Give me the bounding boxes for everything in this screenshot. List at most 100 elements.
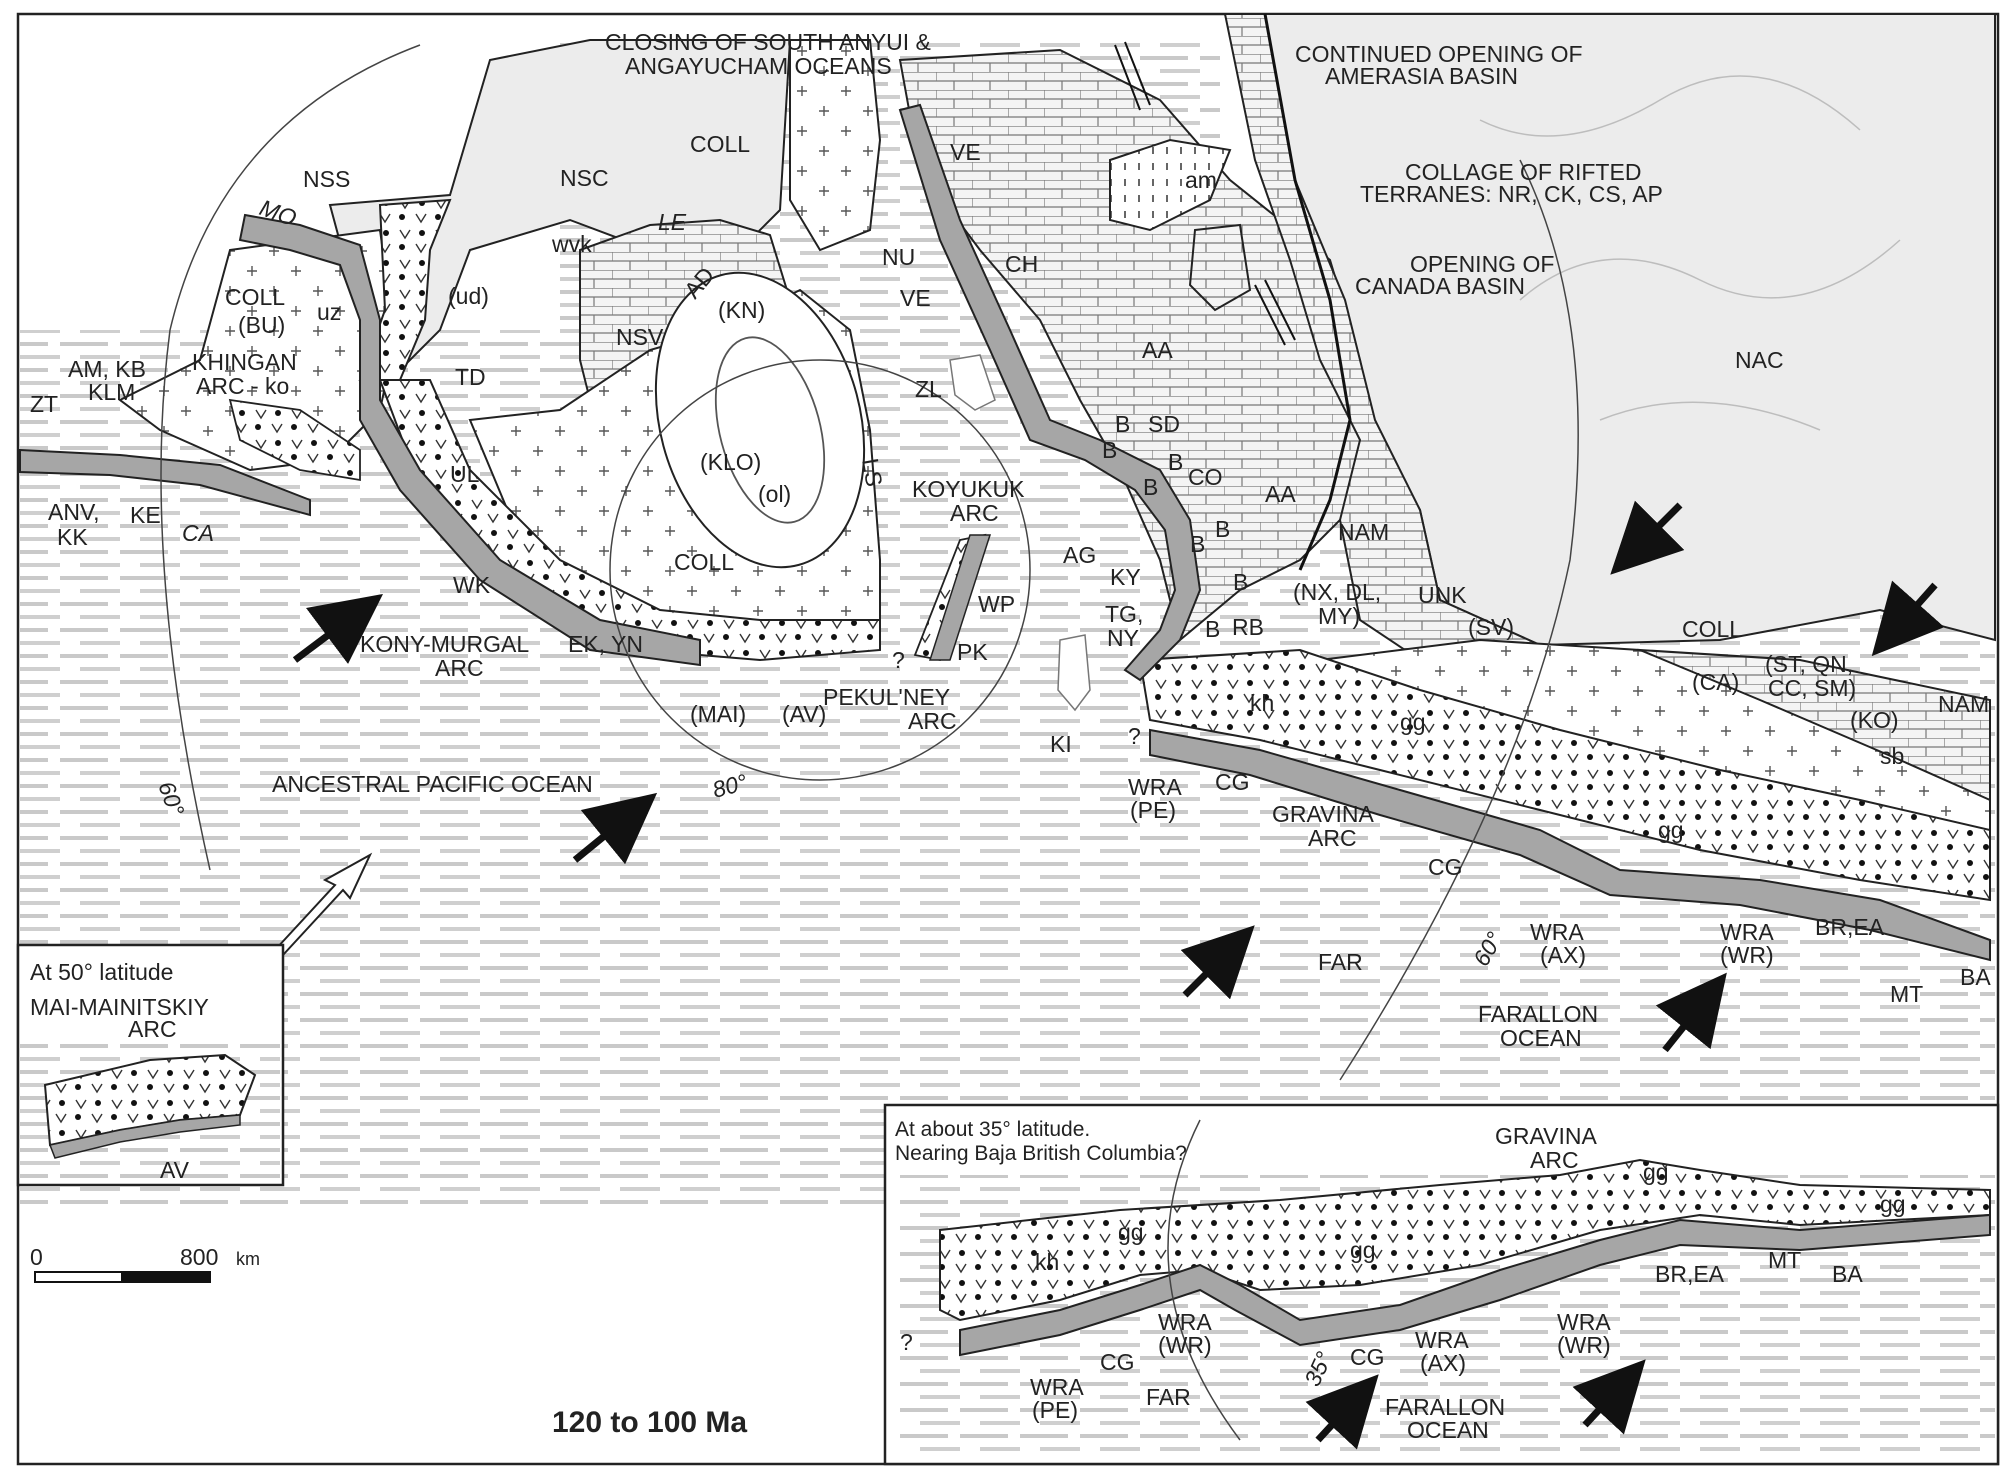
label-rb: RB <box>1232 614 1264 640</box>
inset-right-br-ea: BR,EA <box>1655 1261 1725 1287</box>
inset-right-gg-4: gg <box>1350 1237 1376 1263</box>
lat-60-left-circle <box>160 44 421 871</box>
label-bu: (BU) <box>238 312 285 338</box>
inset-right-caption-line2: Nearing Baja British Columbia? <box>895 1142 1187 1165</box>
khingan-arc-belt <box>228 398 361 482</box>
label-ol: (ol) <box>758 481 791 507</box>
label-sb: sb <box>1880 743 1904 769</box>
zl-body <box>949 354 996 411</box>
label-aa-top: AA <box>1142 337 1173 363</box>
label-coll-right: COLL <box>1682 616 1742 642</box>
inset-right-gg-3: gg <box>1118 1219 1144 1245</box>
klo-inner <box>714 336 826 524</box>
label-gravina-line1: GRAVINA <box>1272 801 1374 827</box>
label-koyukuk-line1: KOYUKUK <box>912 476 1025 502</box>
klo-outer <box>654 271 866 569</box>
label-ls: LS <box>857 456 887 488</box>
label-opening-line1: OPENING OF <box>1410 251 1554 277</box>
craton-inner-lines <box>1479 75 1901 431</box>
inset-right-kh: kh <box>1035 1249 1059 1275</box>
label-ch: CH <box>1005 251 1038 277</box>
label-b5: B <box>1215 516 1230 542</box>
inset-right-subduction-band <box>959 1213 1991 1357</box>
label-am-small: am <box>1185 167 1217 193</box>
label-nsc: NSC <box>560 165 609 191</box>
inset-left-subduction-band <box>48 1114 241 1159</box>
am-brick-block <box>1188 223 1252 312</box>
label-b7: B <box>1233 569 1248 595</box>
inset-left-arc-line1: MAI-MAINITSKIY <box>30 994 209 1020</box>
label-farallon-line1: FARALLON <box>1478 1001 1598 1027</box>
label-closing-line2: ANGAYUCHAM OCEANS <box>625 53 892 79</box>
label-ca-paren: (CA) <box>1692 669 1739 695</box>
inset-right-wra-pe-line2: (PE) <box>1032 1397 1078 1423</box>
inset-35-latitude: At about 35° latitude. Nearing Baja Brit… <box>883 1103 2000 1466</box>
label-st-line1: (ST, QN, <box>1765 651 1853 677</box>
inset-right-wra-ax-line1: WRA <box>1415 1327 1469 1353</box>
label-b6: B <box>1190 531 1205 557</box>
inset-left-caption: At 50° latitude <box>30 959 173 985</box>
label-collage-line2: TERRANES: NR, CK, CS, AP <box>1360 181 1663 207</box>
label-td: TD <box>455 364 486 390</box>
anv-subduction-band <box>19 448 311 517</box>
label-far: FAR <box>1318 949 1363 975</box>
gravina-arc-belt <box>1138 648 1991 902</box>
label-am-kb: AM, KB <box>68 356 146 382</box>
label-wra-wr-line1: WRA <box>1720 919 1774 945</box>
label-uz: uz <box>317 299 341 325</box>
label-nss: NSS <box>303 166 350 192</box>
label-wvk: wvk <box>551 231 592 257</box>
label-b1: B <box>1115 411 1130 437</box>
hollow-arrow <box>273 852 373 957</box>
inset-right-farallon-line2: OCEAN <box>1407 1417 1489 1443</box>
label-coll-bu: COLL <box>225 284 285 310</box>
label-b3: B <box>1168 449 1183 475</box>
scale-bar: 0 800 km <box>30 1244 260 1283</box>
label-av: (AV) <box>782 701 826 727</box>
label-khingan-line1: KHINGAN <box>192 349 297 375</box>
label-question-1: ? <box>892 647 905 673</box>
motion-arrow <box>1871 580 1945 657</box>
scale-bar-white <box>34 1271 123 1283</box>
inset-right-arc-belt <box>939 1158 1991 1322</box>
motion-arrow <box>1572 1359 1646 1435</box>
inset-right-gg-1: gg <box>1643 1159 1669 1185</box>
inset-right-wra-wr2-line1: WRA <box>1557 1309 1611 1335</box>
label-wra-ax-line2: (AX) <box>1540 942 1586 968</box>
scale-max: 800 <box>180 1244 218 1270</box>
inset-right-cg-1: CG <box>1100 1349 1135 1375</box>
label-b2: B <box>1102 437 1117 463</box>
label-ke: KE <box>130 502 161 528</box>
label-pk: PK <box>957 639 988 665</box>
label-st-line2: CC, SM) <box>1768 675 1856 701</box>
motion-arrow <box>1180 925 1255 1000</box>
inset-right-farallon-line1: FARALLON <box>1385 1394 1505 1420</box>
label-nx-line2: MY) <box>1318 603 1360 629</box>
label-gg-1: gg <box>1400 709 1426 735</box>
label-kony-line1: KONY-MURGAL <box>360 631 529 657</box>
label-anv-line2: KK <box>57 524 88 550</box>
label-sv: (SV) <box>1468 614 1514 640</box>
label-klm: KLM <box>88 379 135 405</box>
inset-left-arc-line2: ARC <box>128 1016 177 1042</box>
mo-ul-subduction-band <box>238 213 701 667</box>
label-zl: ZL <box>915 376 942 402</box>
label-aa-mid: AA <box>1265 481 1296 507</box>
motion-arrow <box>1655 972 1727 1053</box>
label-continued-line2: AMERASIA BASIN <box>1325 63 1518 89</box>
label-nsv: NSV <box>616 324 664 350</box>
label-closing-line1: CLOSING OF SOUTH ANYUI & <box>605 29 931 55</box>
label-ko: (KO) <box>1850 707 1899 733</box>
nam-boundary-fault <box>1263 13 1352 571</box>
label-wra-ax-line1: WRA <box>1530 919 1584 945</box>
label-wra-wr-line2: (WR) <box>1720 942 1774 968</box>
inset-right-far: FAR <box>1146 1384 1191 1410</box>
label-wra-pe-line1: WRA <box>1128 774 1182 800</box>
scale-zero: 0 <box>30 1244 43 1270</box>
label-ul: UL <box>450 461 480 487</box>
inset-right-wra-wr2-line2: (WR) <box>1557 1332 1611 1358</box>
inset-right-caption-line1: At about 35° latitude. <box>895 1118 1090 1141</box>
scale-bar-black <box>121 1271 211 1283</box>
inset-right-wra-wr1-line1: WRA <box>1158 1309 1212 1335</box>
